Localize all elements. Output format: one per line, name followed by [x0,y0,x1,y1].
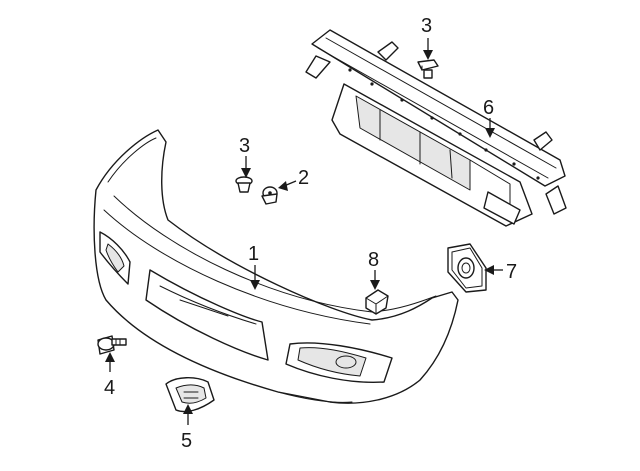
callout-7: 7 [506,261,517,283]
fog-cover-part [165,377,215,413]
callout-2: 2 [298,167,309,189]
impact-bar-holes [348,68,540,180]
screw-clip-part [261,186,278,205]
callout-3-top: 3 [421,15,432,37]
impact-bar-part [305,29,567,227]
bumper-cover-part [93,129,459,404]
callout-4: 4 [104,377,115,399]
leader-lines [105,38,503,425]
callout-labels: 1 2 3 3 4 5 6 7 8 [104,15,517,452]
callout-1: 1 [248,243,259,265]
callout-8: 8 [368,249,379,271]
bolt-part [97,335,127,355]
cover-bracket-part [447,243,487,293]
callout-5: 5 [181,430,192,452]
push-clip-part [235,176,253,193]
callout-3-left: 3 [239,135,250,157]
pad-part [365,289,389,315]
callout-6: 6 [483,97,494,119]
retainer-clip-top-part [417,59,439,79]
